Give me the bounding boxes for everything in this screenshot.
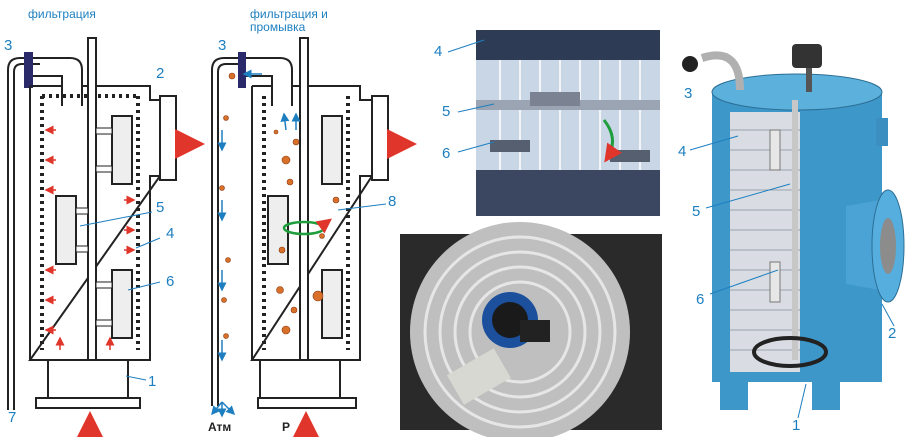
callout-right-screen: 4: [678, 143, 687, 160]
callout-left-valve: 3: [4, 37, 13, 54]
callout-right-outlet: 2: [888, 325, 897, 342]
callout-left-inlet: 1: [148, 373, 157, 390]
caption-filtration: фильтрация: [28, 7, 96, 21]
drain-pipe: [7, 57, 40, 410]
callout-left-scraper: 5: [156, 199, 165, 216]
outlet-p-label: P: [282, 420, 291, 434]
interior-photo: [400, 222, 662, 437]
screen-closeup-photo: [476, 30, 660, 216]
callout-photo-screen: 4: [434, 43, 443, 60]
valve-3: [24, 52, 33, 88]
callout-right-scraper: 5: [692, 203, 701, 220]
callout-left-shaft: 6: [166, 273, 175, 290]
vessel-3d-render: [682, 44, 905, 410]
callout-photo-scraper: 5: [442, 103, 451, 120]
callout-right-shaft: 6: [696, 291, 705, 308]
callout-left-outlet: 2: [156, 65, 165, 82]
central-shaft: [87, 37, 97, 361]
callout-middle-particles: 8: [388, 193, 397, 210]
callout-left-screen: 4: [166, 225, 175, 242]
callout-photo-shaft: 6: [442, 145, 451, 162]
callout-right-valve: 3: [684, 85, 693, 102]
outlet-atm-label: Атм: [208, 420, 232, 434]
caption-filtration-flush-2: промывка: [250, 20, 306, 34]
callout-right-inlet: 1: [792, 417, 801, 434]
callout-left-drain: 7: [8, 409, 17, 426]
caption-filtration-flush-1: фильтрация и: [250, 7, 328, 21]
callout-middle-valve: 3: [218, 37, 227, 54]
outlet-flange: [159, 95, 177, 181]
vessel-body: [28, 85, 162, 361]
